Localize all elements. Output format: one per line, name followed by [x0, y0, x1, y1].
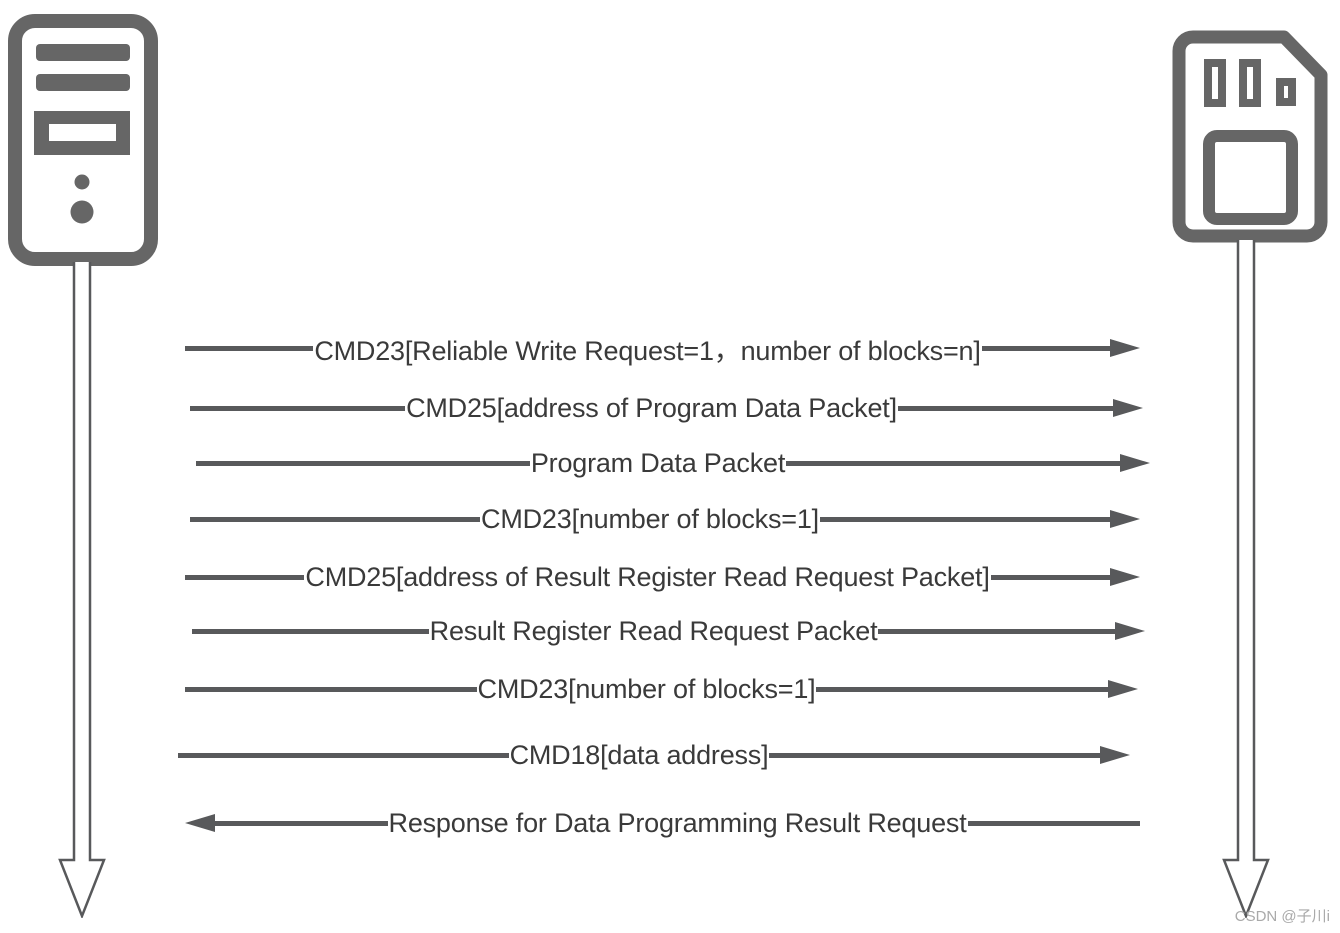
arrow-line	[981, 345, 1111, 351]
arrow-line	[178, 752, 509, 758]
arrow-line	[819, 516, 1110, 522]
arrow-line	[196, 460, 530, 466]
arrowhead-left-icon	[185, 814, 215, 832]
message-arrow: CMD23[number of blocks=1]	[185, 664, 1138, 714]
sd-card-icon	[1172, 30, 1328, 243]
arrow-line	[215, 820, 388, 826]
arrow-line	[816, 686, 1108, 692]
message-arrow: Response for Data Programming Result Req…	[185, 798, 1141, 848]
message-arrow: Program Data Packet	[196, 438, 1150, 488]
arrow-line	[190, 405, 406, 411]
arrow-line	[769, 752, 1100, 758]
card-lifeline-arrow	[1222, 240, 1270, 918]
arrow-line	[786, 460, 1120, 466]
message-label: Result Register Read Request Packet	[429, 615, 878, 646]
host-lifeline-arrow	[58, 262, 106, 918]
arrow-line	[192, 628, 429, 634]
message-label: CMD25[address of Program Data Packet]	[406, 392, 897, 423]
arrow-line	[185, 686, 477, 692]
message-label: Response for Data Programming Result Req…	[388, 807, 967, 838]
arrow-line	[185, 574, 305, 580]
message-label: CMD25[address of Result Register Read Re…	[305, 561, 990, 592]
arrow-line	[190, 516, 481, 522]
arrowhead-right-icon	[1108, 680, 1138, 698]
arrowhead-right-icon	[1120, 454, 1150, 472]
arrow-line	[967, 820, 1141, 826]
arrow-line	[897, 405, 1113, 411]
arrowhead-right-icon	[1115, 622, 1146, 640]
arrowhead-right-icon	[1110, 568, 1141, 586]
message-label: CMD23[number of blocks=1]	[481, 503, 819, 534]
message-arrow: CMD18[data address]	[178, 730, 1130, 780]
message-arrow: Result Register Read Request Packet	[192, 606, 1146, 656]
computer-tower-icon	[8, 14, 158, 266]
arrow-line	[878, 628, 1116, 634]
arrow-line	[185, 345, 314, 351]
message-arrow: CMD23[number of blocks=1]	[190, 494, 1140, 544]
message-arrow: CMD25[address of Program Data Packet]	[190, 383, 1143, 433]
arrowhead-right-icon	[1113, 399, 1143, 417]
message-arrow: CMD23[Reliable Write Request=1，number of…	[185, 323, 1141, 373]
arrow-line	[990, 574, 1111, 580]
message-arrow: CMD25[address of Result Register Read Re…	[185, 552, 1141, 602]
arrowhead-right-icon	[1110, 510, 1140, 528]
message-label: CMD23[number of blocks=1]	[477, 673, 816, 704]
message-label: Program Data Packet	[530, 447, 786, 478]
arrowhead-right-icon	[1100, 746, 1130, 764]
message-label: CMD18[data address]	[509, 739, 769, 770]
watermark: CSDN @子川i	[1234, 908, 1330, 925]
message-label: CMD23[Reliable Write Request=1，number of…	[314, 335, 981, 366]
arrowhead-right-icon	[1110, 339, 1141, 357]
